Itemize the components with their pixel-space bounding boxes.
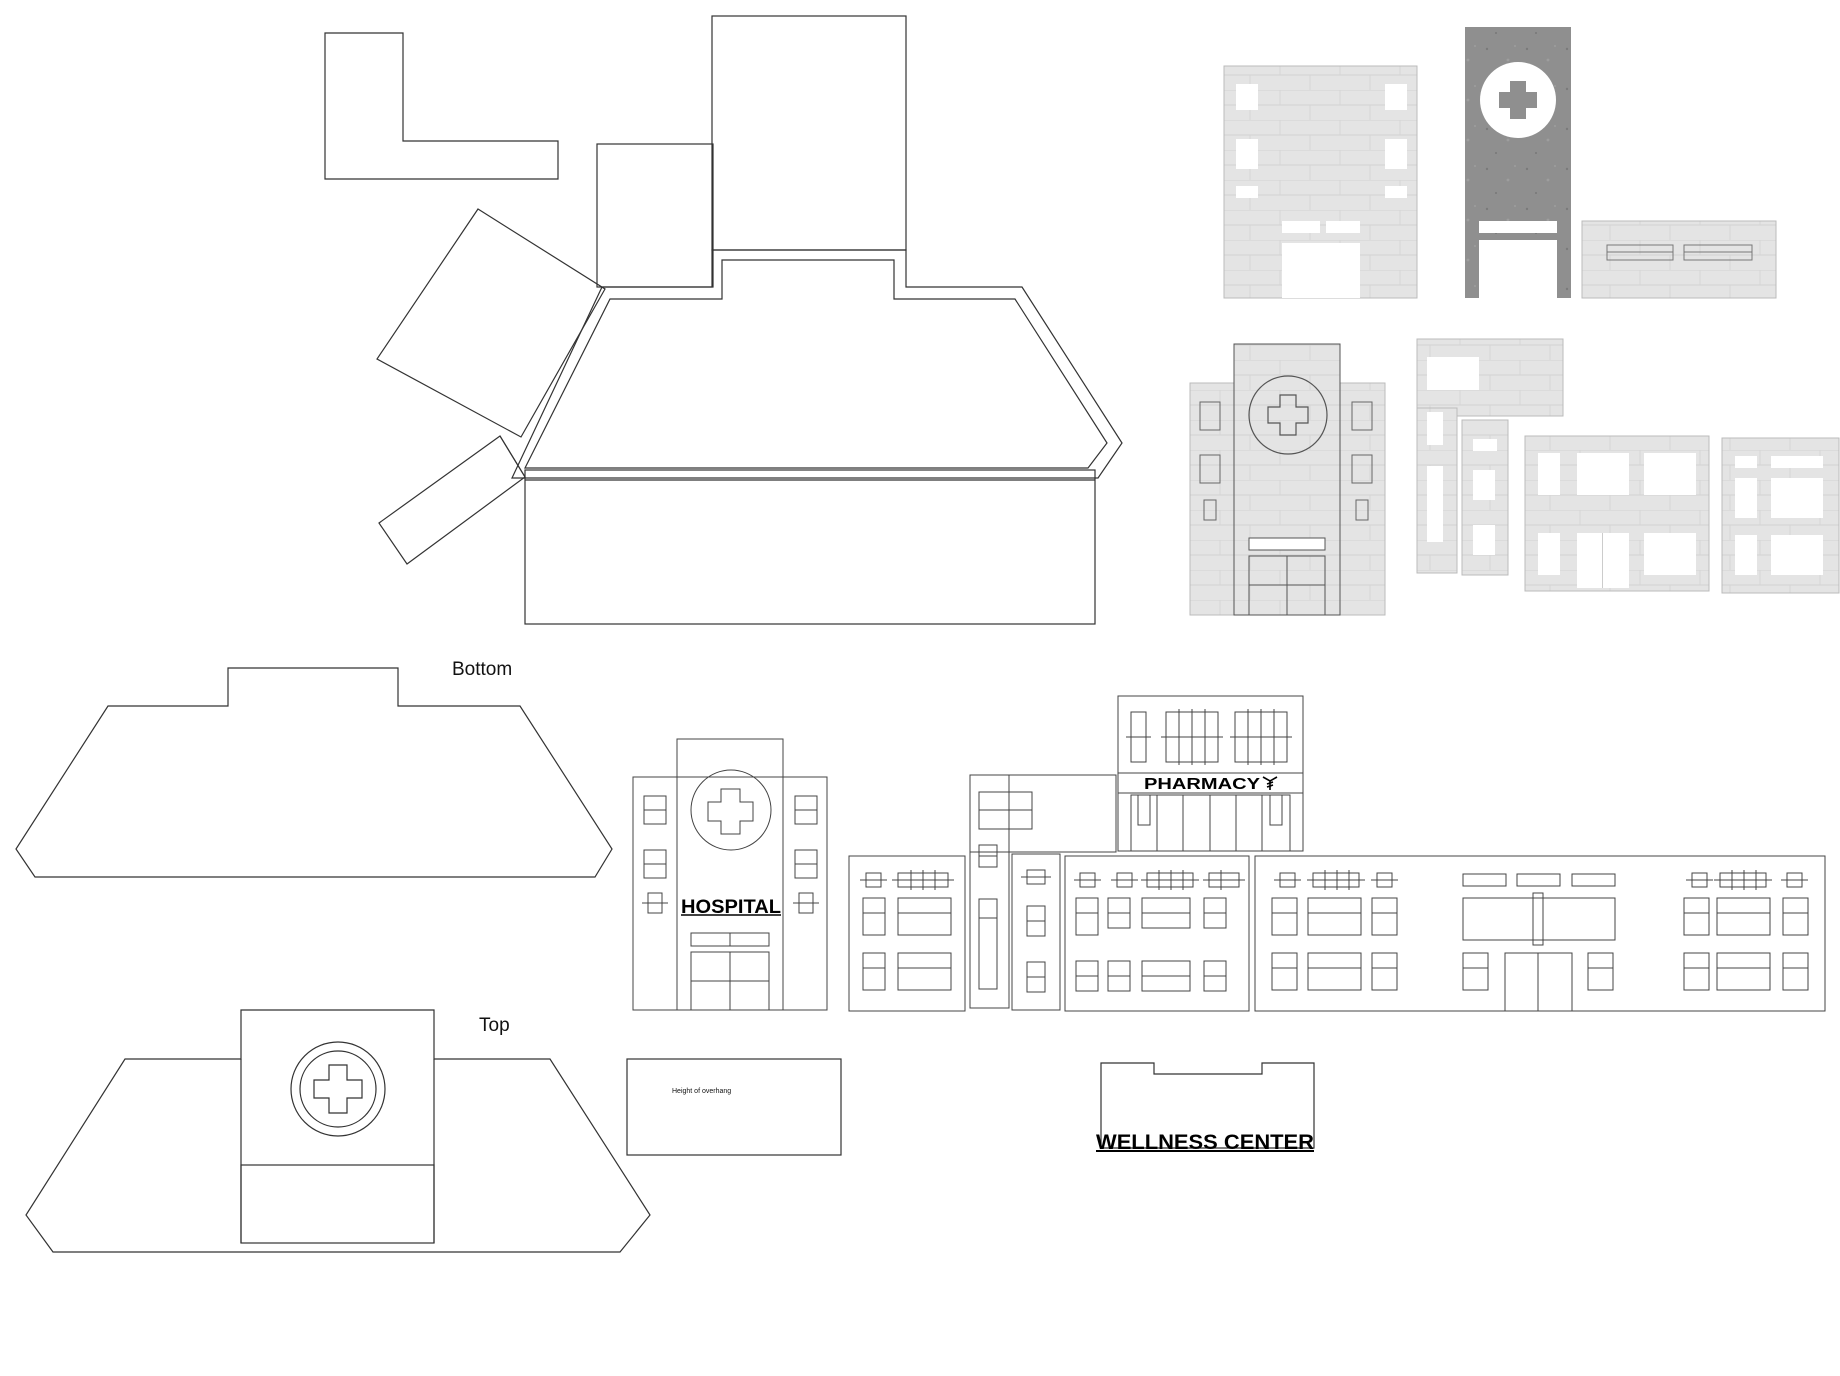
textured-facade-side-strip [1581, 220, 1777, 299]
overhang-note: Height of overhang [672, 1088, 731, 1095]
textured-facade-hospital-front [1189, 343, 1386, 616]
hospital-front-elevation: HOSPITAL [632, 738, 828, 1011]
bottom-label: Bottom [452, 659, 512, 680]
caduceus-icon [1262, 776, 1278, 790]
tilted-wing-roof-large [376, 208, 606, 438]
textured-facade-concrete-tower [1465, 27, 1571, 298]
l-shaped-roof-piece [324, 32, 559, 180]
textured-facade-wall-pieces [1416, 338, 1840, 594]
tilted-wing-roof-small [378, 435, 526, 565]
medical-cross-icon [1248, 375, 1328, 455]
top-base-piece [25, 1009, 651, 1253]
medical-cross-icon [290, 1041, 386, 1137]
wellness-sign-piece [1100, 1062, 1315, 1149]
main-roof-inner [524, 259, 1108, 469]
medical-cross-icon [690, 769, 772, 851]
roof-plan [324, 15, 1123, 625]
wellness-sign: WELLNESS CENTER [1096, 1131, 1314, 1154]
hospital-sign: HOSPITAL [681, 897, 781, 918]
tower-roof-piece [711, 15, 907, 251]
pharmacy-sign: PHARMACY [1144, 776, 1260, 793]
long-side-elevation: PHARMACY [848, 695, 1826, 1012]
bottom-base-piece [15, 667, 613, 878]
front-canopy-roof [524, 469, 1096, 625]
wing-roof-piece [596, 143, 714, 288]
main-roof-outer [511, 249, 1123, 479]
top-label: Top [479, 1015, 510, 1036]
textured-facade-tower-front [1223, 65, 1418, 299]
overhang-height-piece [626, 1058, 842, 1156]
